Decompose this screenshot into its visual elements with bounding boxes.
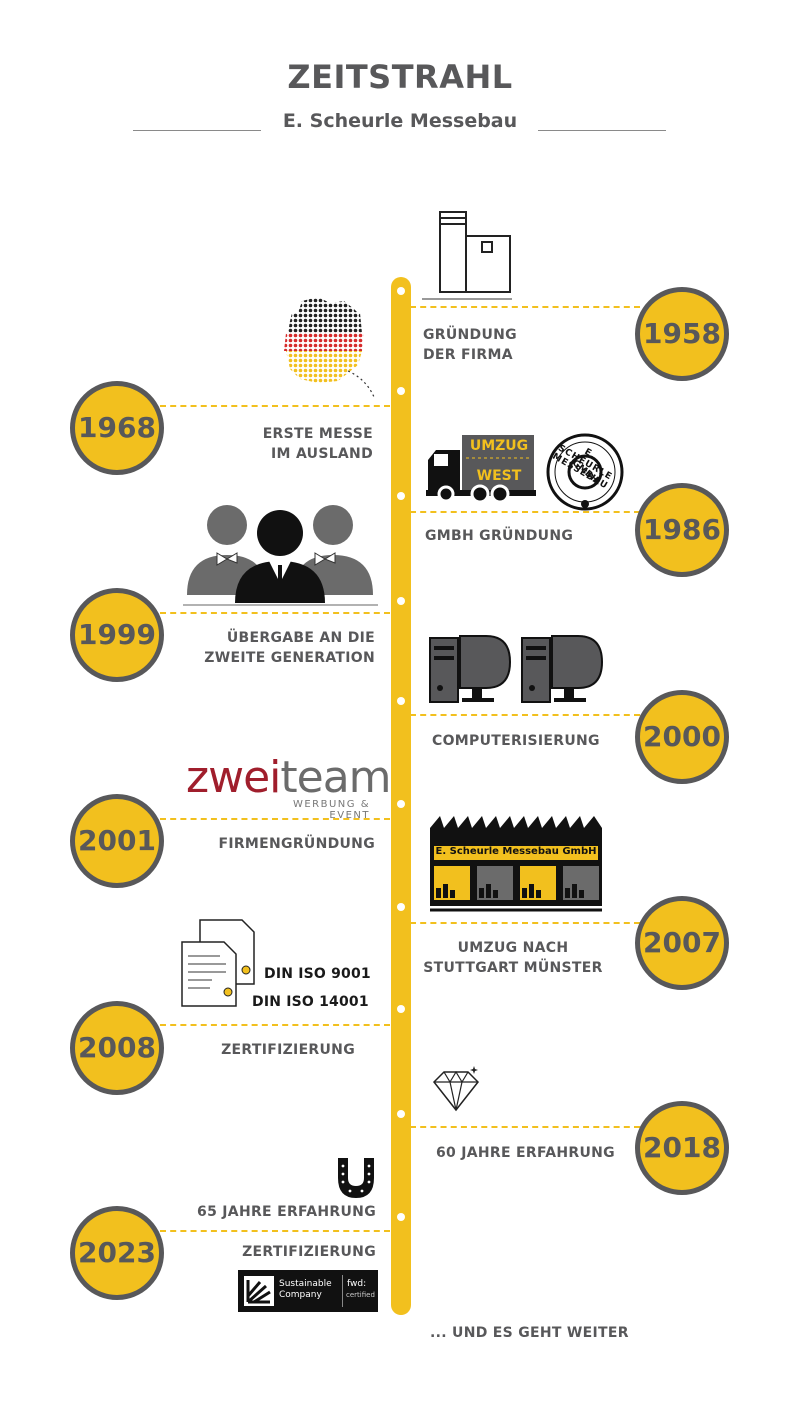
subtitle-rule-left — [133, 130, 261, 131]
connector-2000 — [410, 714, 640, 716]
year-badge-2000: 2000 — [635, 690, 729, 784]
timeline-node — [397, 1213, 405, 1221]
people-icon — [183, 503, 378, 612]
factory-hall-icon — [430, 814, 602, 918]
factory-sign-text: E. Scheurle Messebau GmbH — [435, 846, 597, 857]
year-badge-1986: 1986 — [635, 483, 729, 577]
year-badge-2007: 2007 — [635, 896, 729, 990]
milestone-label-1999: ÜBERGABE AN DIE ZWEITE GENERATION — [204, 630, 375, 666]
timeline-node — [397, 800, 405, 808]
moving-truck-icon — [422, 432, 542, 511]
connector-1999 — [160, 612, 390, 614]
sustainable-leaf-icon — [244, 1276, 274, 1306]
connector-2001 — [160, 818, 390, 820]
year-badge-2018: 2018 — [635, 1101, 729, 1195]
diamond-icon — [432, 1064, 482, 1118]
timeline-node — [397, 287, 405, 295]
timeline-node — [397, 597, 405, 605]
truck-label-west: WEST — [476, 468, 522, 484]
milestone-label-2001: FIRMENGRÜNDUNG — [218, 836, 375, 852]
timeline-node — [397, 492, 405, 500]
zweiteam-logo: zweiteam — [186, 756, 392, 800]
year-badge-1999: 1999 — [70, 588, 164, 682]
germany-map-icon — [278, 293, 388, 407]
timeline-node — [397, 903, 405, 911]
year-badge-2023: 2023 — [70, 1206, 164, 1300]
connector-1968 — [160, 405, 390, 407]
computer-icon — [428, 632, 608, 711]
timeline-node — [397, 387, 405, 395]
year-badge-1958: 1958 — [635, 287, 729, 381]
zweiteam-logo-part2: team — [280, 752, 391, 803]
milestone-label-2008: ZERTIFIZIERUNG — [221, 1042, 355, 1058]
connector-1958 — [410, 306, 640, 308]
year-badge-1968: 1968 — [70, 381, 164, 475]
connector-2008 — [160, 1024, 390, 1026]
timeline-node — [397, 1110, 405, 1118]
page-subtitle: E. Scheurle Messebau — [282, 110, 518, 132]
milestone-label-2018: 60 JAHRE ERFAHRUNG — [436, 1145, 615, 1161]
sustainable-company-badge: Sustainable Company fwd: certified — [238, 1270, 378, 1312]
horseshoe-icon — [334, 1154, 378, 1204]
milestone-label-2023-cert: ZERTIFIZIERUNG — [242, 1244, 376, 1260]
timeline-node — [397, 1005, 405, 1013]
factory-building-icon — [422, 202, 512, 306]
fwd-certified: fwd: certified — [342, 1275, 375, 1307]
cert-iso-9001: DIN ISO 9001 — [264, 966, 371, 982]
year-badge-2001: 2001 — [70, 794, 164, 888]
certificate-icon — [180, 918, 260, 1014]
zweiteam-tagline: WERBUNG & EVENT — [292, 799, 370, 821]
gmbh-stamp-icon — [545, 432, 625, 516]
connector-2018 — [410, 1126, 640, 1128]
subtitle-rule-right — [538, 130, 666, 131]
milestone-label-2007: UMZUG NACH STUTTGART MÜNSTER — [423, 940, 603, 976]
zweiteam-logo-part1: zwei — [186, 752, 281, 803]
milestone-label-1958: GRÜNDUNG DER FIRMA — [423, 327, 517, 363]
truck-label-umzug: UMZUG — [469, 438, 529, 454]
cert-iso-14001: DIN ISO 14001 — [252, 994, 369, 1010]
sustainable-text: Sustainable Company — [279, 1279, 332, 1300]
page-title: ZEITSTRAHL — [287, 58, 513, 96]
timeline-node — [397, 697, 405, 705]
milestone-label-2000: COMPUTERISIERUNG — [432, 733, 600, 749]
milestone-label-1986: GMBH GRÜNDUNG — [425, 528, 574, 544]
footer-text: ... UND ES GEHT WEITER — [430, 1325, 629, 1341]
year-badge-2008: 2008 — [70, 1001, 164, 1095]
connector-2023 — [160, 1230, 390, 1232]
milestone-label-2023: 65 JAHRE ERFAHRUNG — [197, 1204, 376, 1220]
milestone-label-1968: ERSTE MESSE IM AUSLAND — [262, 426, 373, 462]
connector-2007 — [410, 922, 640, 924]
timeline-spine — [391, 277, 411, 1315]
connector-1986 — [410, 511, 640, 513]
